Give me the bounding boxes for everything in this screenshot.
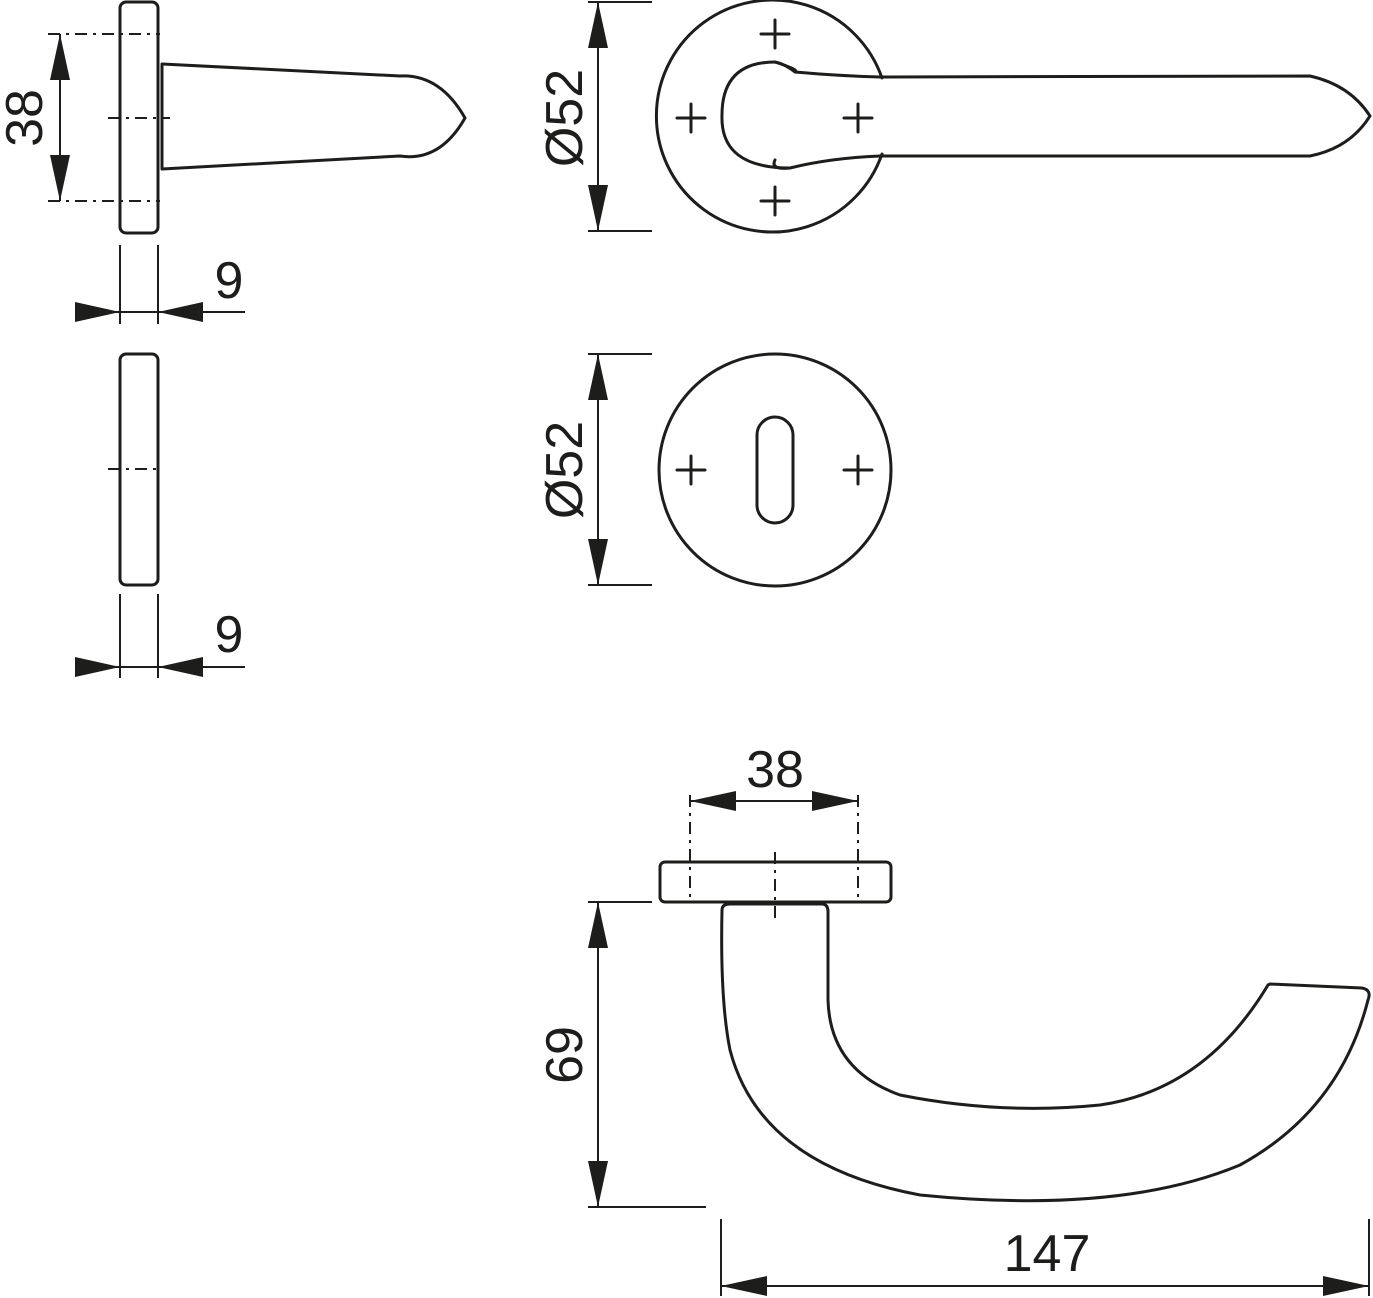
front-view-rose-lever: Ø52 <box>536 0 1372 234</box>
keyhole-slot <box>755 415 795 525</box>
plus-icon <box>759 18 791 50</box>
dim-arrow-right <box>75 657 120 677</box>
side-lever-profile <box>160 62 467 171</box>
dim-arrow-right <box>812 791 858 811</box>
dim-arrow-up <box>588 2 608 48</box>
dim-arrow-left <box>690 791 736 811</box>
dim-arrow-up <box>588 354 608 400</box>
front-rose-outline <box>654 0 884 234</box>
dim-arrow-up <box>588 902 608 948</box>
dim-arrow-down <box>588 185 608 231</box>
side-view-escutcheon: 9 <box>75 352 245 678</box>
plus-icon <box>675 102 707 134</box>
dim-arrow-left <box>158 657 203 677</box>
plus-icon <box>675 454 707 486</box>
dim-arrow-up <box>50 34 70 80</box>
dim-52-rose-label: Ø52 <box>536 69 594 167</box>
front-lever-inner-line <box>772 60 798 170</box>
front-view-escutcheon: Ø52 <box>536 352 893 588</box>
screw-marks-front <box>675 18 874 217</box>
dim-arrow-down <box>588 539 608 585</box>
dim-arrow-left <box>158 302 203 322</box>
dim-9-escutcheon-label: 9 <box>215 606 244 664</box>
dim-9-side-label: 9 <box>215 252 244 310</box>
dim-arrow-left <box>721 1276 767 1296</box>
dim-52-escutcheon-label: Ø52 <box>536 421 594 519</box>
dim-arrow-down <box>50 155 70 201</box>
dim-arrow-right <box>75 302 120 322</box>
front-lever-outline <box>720 60 1372 170</box>
top-lever-outline <box>720 902 1371 1203</box>
dim-147-label: 147 <box>1004 1225 1091 1283</box>
dim-69-label: 69 <box>536 1026 594 1084</box>
dim-arrow-down <box>588 1161 608 1207</box>
dim-arrow-right <box>1323 1276 1369 1296</box>
side-view-rose-lever: 38 9 <box>0 0 467 324</box>
plus-icon <box>842 454 874 486</box>
plus-icon <box>759 185 791 217</box>
escutcheon-outline <box>657 352 893 588</box>
plus-icon <box>842 102 874 134</box>
dim-38-side-label: 38 <box>0 89 54 147</box>
dim-38-top-label: 38 <box>746 741 804 799</box>
top-view-lever: 38 69 147 <box>536 741 1371 1296</box>
